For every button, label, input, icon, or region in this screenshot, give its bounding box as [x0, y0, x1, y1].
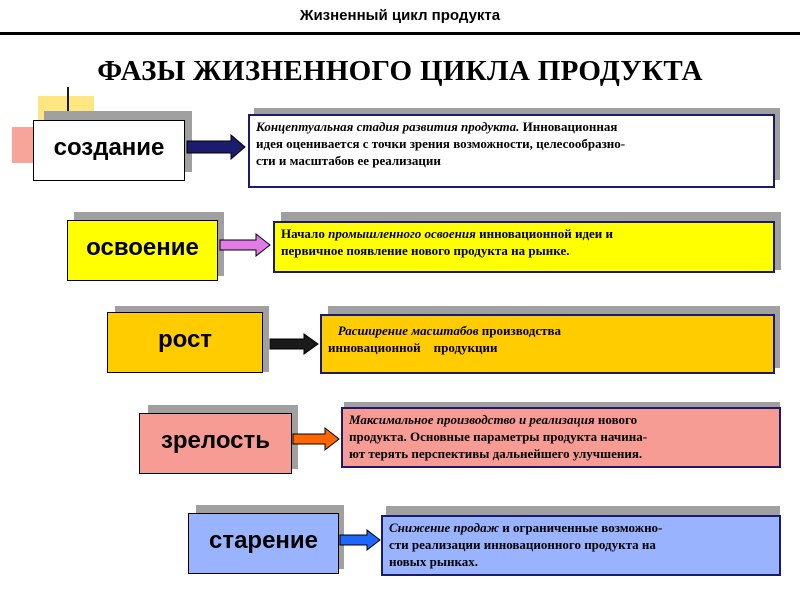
phase-label-text: старение: [208, 526, 319, 554]
desc-line: сти реализации инновационного продукта н…: [389, 537, 656, 552]
phase-label-text: освоение: [86, 233, 199, 261]
phase-label-text: зрелость: [160, 426, 271, 454]
arrow-icon: [292, 426, 340, 452]
phase-label-growth: рост: [107, 312, 263, 373]
phase-label-decline: старение: [188, 513, 339, 574]
arrow-icon: [219, 232, 271, 258]
phase-description-creation: Концептуальная стадия развития продукта.…: [248, 114, 775, 188]
phase-label-text: создание: [53, 133, 165, 161]
desc-text: инновационной идеи и: [475, 226, 614, 241]
desc-text: Начало: [281, 226, 329, 241]
arrow-icon: [186, 133, 246, 161]
desc-emphasis: промышленного освоения: [328, 226, 476, 241]
phase-label-maturity: зрелость: [139, 413, 292, 474]
phase-label-text: рост: [157, 325, 213, 353]
slide-header: Жизненный цикл продукта: [0, 0, 800, 32]
header-divider: [0, 32, 800, 35]
phase-description-development: Начало промышленного освоения инновацион…: [273, 221, 775, 273]
desc-text: [328, 323, 338, 338]
desc-line: новых рынках.: [389, 554, 479, 569]
phase-description-growth: Расширение масштабов производства иннова…: [320, 314, 775, 374]
phase-description-maturity: Максимальное производство и реализация н…: [341, 407, 781, 468]
desc-line: инновационной продукции: [328, 340, 498, 355]
desc-line: ют терять перспективы дальнейшего улучше…: [349, 446, 643, 461]
desc-line: продукта. Основные параметры продукта на…: [349, 429, 648, 444]
desc-emphasis: Максимальное производство и реализация: [349, 412, 595, 427]
phase-description-decline: Снижение продаж и ограниченные возможно-…: [381, 515, 781, 576]
desc-emphasis: Концептуальная стадия развития продукта.: [256, 119, 520, 134]
desc-text: нового: [594, 412, 638, 427]
desc-line: первичное появление нового продукта на р…: [281, 243, 570, 258]
desc-text: и ограниченные возможно-: [498, 520, 663, 535]
arrow-icon: [269, 333, 319, 355]
desc-line: сти и масштабов ее реализации: [256, 153, 441, 168]
desc-line: идея оценивается с точки зрения возможно…: [256, 136, 626, 151]
phase-label-creation: создание: [33, 120, 185, 181]
header-title: Жизненный цикл продукта: [299, 7, 501, 24]
desc-text: производства: [478, 323, 562, 338]
phase-label-development: освоение: [67, 220, 218, 281]
arrow-icon: [339, 528, 381, 552]
desc-text: Инновационная: [519, 119, 618, 134]
main-title: ФАЗЫ ЖИЗНЕННОГО ЦИКЛА ПРОДУКТА: [97, 55, 703, 87]
decorative-vertical-line: [67, 87, 69, 129]
desc-emphasis: Снижение продаж: [389, 520, 499, 535]
desc-emphasis: Расширение масштабов: [337, 323, 479, 338]
